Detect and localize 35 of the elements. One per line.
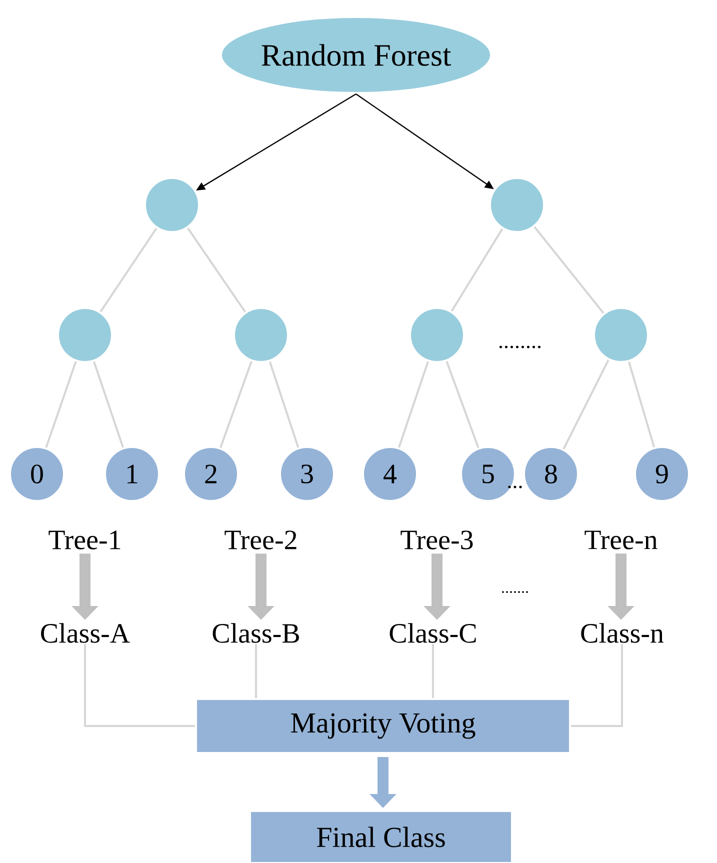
class-label: Class-n: [581, 623, 664, 643]
branch-line: [534, 226, 604, 314]
tree-label: Tree-1: [48, 530, 120, 550]
class-label: Class-A: [41, 623, 130, 643]
branch-line: [450, 228, 504, 312]
connector-line: [255, 644, 257, 698]
tree-label: Tree-n: [584, 530, 658, 550]
ellipsis: ........: [499, 346, 541, 348]
branch-line: [93, 361, 124, 448]
branch-line: [268, 361, 300, 448]
tree-node-circle: [489, 177, 545, 233]
tree-node-circle: [144, 177, 200, 233]
tree-label: Tree-3: [400, 530, 473, 550]
tree-label: Tree-2: [224, 530, 296, 550]
voting-box: Majority Voting: [195, 698, 571, 754]
connector-line: [432, 644, 434, 698]
connector-line: [571, 644, 623, 727]
branch-line: [220, 361, 252, 448]
ellipsis: ...: [508, 486, 522, 488]
branch-line: [446, 360, 480, 448]
connector-line: [84, 644, 195, 727]
branch-line: [100, 228, 158, 312]
branch-line: [186, 228, 246, 312]
class-label: Class-B: [212, 623, 299, 643]
tree-node-circle: [233, 307, 289, 363]
output-box: Final Class: [249, 810, 513, 863]
tree-node-circle: [409, 307, 465, 363]
branch-line: [398, 361, 429, 448]
branch-line: [45, 361, 77, 448]
tree-node-circle: [57, 307, 113, 363]
branch-line: [562, 360, 610, 450]
ellipsis: .......: [502, 591, 528, 593]
branch-line: [628, 362, 656, 448]
tree-node-circle: [593, 307, 649, 363]
class-label: Class-C: [390, 623, 476, 643]
